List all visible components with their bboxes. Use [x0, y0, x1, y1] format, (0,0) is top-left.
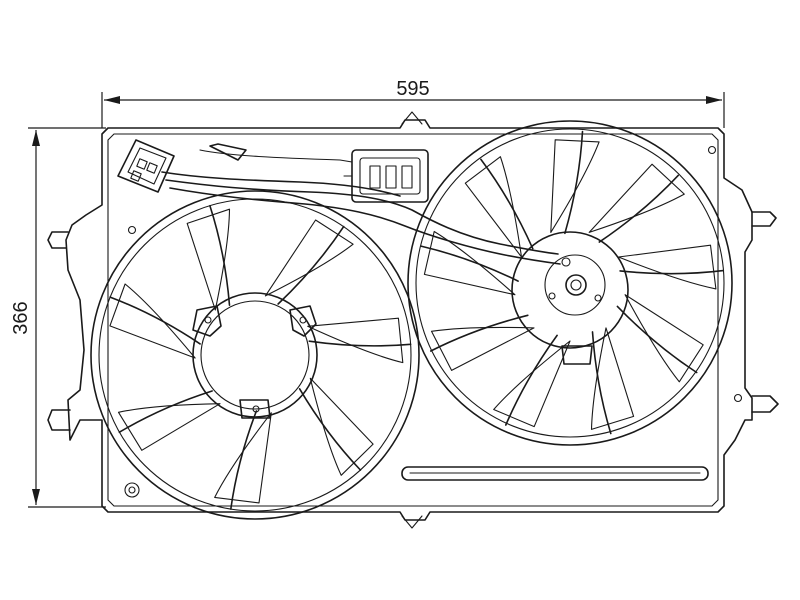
right-fan-blade — [588, 163, 685, 233]
frame-rivet-upper-right — [707, 145, 717, 155]
left-fan-blade — [109, 283, 196, 359]
left-fan-motor-clip-3 — [239, 399, 271, 419]
left-fan-motor-clip-1 — [192, 305, 222, 337]
left-fan-blade — [309, 377, 374, 476]
left-fan-spoke — [308, 340, 412, 347]
right-fan — [407, 120, 733, 446]
right-fan-spoke — [598, 174, 679, 243]
right-fan-spoke — [430, 314, 529, 352]
left-fan-spoke — [298, 388, 362, 471]
height-dimension: 366 — [10, 127, 106, 508]
width-arrow-right — [706, 96, 722, 104]
mount-tab-right-upper — [751, 211, 777, 227]
right-fan-motor-cap — [544, 254, 606, 316]
left-fan-motor-inner — [200, 300, 310, 410]
left-fan-clip-hole-2 — [299, 316, 307, 324]
left-connector-pin-1 — [136, 158, 148, 170]
right-fan-hub-bolt — [570, 279, 582, 291]
left-connector-face — [127, 147, 167, 185]
left-fan-spoke — [118, 390, 213, 433]
frame-mount-hole-inner — [128, 486, 136, 494]
right-fan-blade — [624, 294, 704, 383]
right-fan-spoke — [564, 130, 584, 235]
right-fan-hub-hole-1 — [561, 257, 571, 267]
left-connector — [117, 139, 175, 193]
right-fan-blade — [550, 139, 600, 233]
harness-wire-3 — [169, 187, 561, 265]
right-fan-ring-inner — [415, 128, 725, 438]
center-connector-pin-2 — [385, 165, 397, 189]
left-fan-blade — [214, 412, 272, 504]
left-fan-spoke — [230, 410, 258, 510]
left-connector-pin-2 — [146, 162, 158, 174]
left-fan-clip-hole-3 — [252, 405, 260, 413]
left-fan-spoke — [209, 204, 231, 306]
left-connector-pin-3 — [130, 170, 142, 182]
harness-clip-strap — [199, 149, 353, 163]
frame-rivet-upper-left — [127, 225, 137, 235]
right-fan-motor-housing — [511, 231, 629, 349]
right-fan-blades — [423, 139, 717, 430]
right-fan-spokes — [420, 130, 725, 435]
left-fan-blade — [117, 403, 221, 451]
height-arrow-top — [32, 130, 40, 146]
right-fan-hub — [565, 274, 587, 296]
right-fan-spoke — [480, 158, 534, 250]
left-fan-blade — [264, 219, 354, 297]
width-dimension: 595 — [101, 78, 725, 128]
height-arrow-bottom — [32, 489, 40, 505]
left-fan-spokes — [109, 204, 412, 510]
left-fan-blade — [186, 208, 231, 311]
left-fan-blade — [307, 317, 404, 364]
harness-holder — [209, 143, 247, 161]
mount-tab-right-lower — [751, 395, 779, 413]
center-connector-pin-1 — [369, 165, 381, 189]
left-fan — [90, 190, 420, 520]
center-connector-pin-3 — [401, 165, 413, 189]
bottom-slot — [401, 466, 709, 481]
right-fan-hub-hole-2 — [548, 292, 556, 300]
right-fan-blade — [464, 156, 523, 258]
left-fan-clip-hole-1 — [204, 316, 212, 324]
frame-inner-edge — [107, 133, 719, 507]
frame-rivet-lower-right — [733, 393, 743, 403]
width-label: 595 — [396, 78, 429, 100]
wiring-harness — [117, 139, 561, 265]
right-fan-blade — [617, 244, 717, 290]
right-fan-blade — [493, 340, 571, 428]
left-fan-ring-inner — [98, 198, 412, 512]
left-fan-ring-outer — [90, 190, 420, 520]
center-connector-face — [359, 157, 421, 195]
width-arrow-left — [104, 96, 120, 104]
height-label: 366 — [10, 301, 32, 334]
right-fan-blade — [430, 326, 535, 371]
frame-mount-hole — [124, 482, 140, 498]
left-fan-motor-housing — [192, 292, 318, 418]
left-fan-spoke — [277, 225, 345, 305]
mount-tab-left-lower — [47, 409, 71, 431]
center-connector — [343, 149, 429, 203]
right-fan-spoke — [616, 305, 698, 374]
harness-wire-2 — [165, 179, 559, 255]
left-connector-body — [117, 139, 175, 193]
harness-wire-1 — [161, 171, 401, 197]
right-fan-spoke — [420, 245, 519, 282]
right-fan-blade — [423, 230, 516, 296]
right-fan-hub-hole-3 — [594, 294, 602, 302]
right-fan-ring-outer — [407, 120, 733, 446]
frame-outline — [65, 119, 753, 521]
right-fan-blade — [590, 327, 635, 430]
left-fan-blades — [109, 208, 404, 504]
shroud-frame — [47, 111, 779, 529]
right-fan-spoke — [505, 334, 558, 426]
right-fan-motor-clip — [561, 345, 593, 365]
left-fan-spoke — [109, 296, 201, 345]
mount-tab-left-upper — [47, 231, 69, 249]
top-locator-notch — [401, 111, 423, 125]
left-fan-motor-clip-2 — [289, 305, 317, 337]
bottom-locator-notch — [401, 515, 423, 529]
right-fan-spoke — [619, 269, 725, 275]
